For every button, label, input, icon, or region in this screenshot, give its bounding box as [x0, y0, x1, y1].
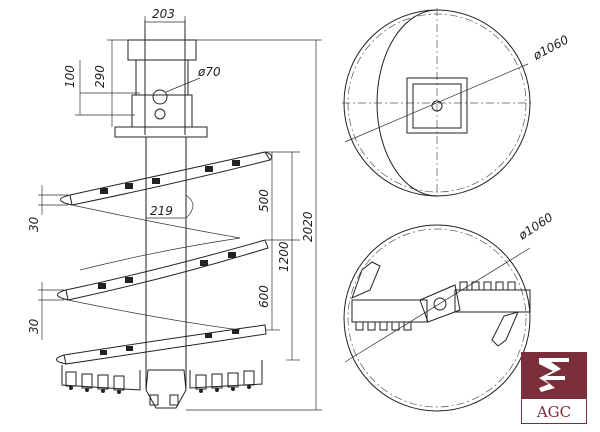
dim-pitch-500: 500	[257, 189, 271, 212]
logo-text: AGC	[521, 398, 587, 424]
dim-bottom-view-diameter: ø1060	[515, 210, 556, 243]
dim-pin-diameter: ø70	[197, 65, 221, 79]
bottom-view	[343, 224, 531, 412]
pilot-bit	[145, 369, 187, 409]
pin-hole-icon	[152, 89, 168, 105]
dim-total-2020: 2020	[301, 211, 315, 242]
cutting-teeth	[61, 360, 263, 409]
logo-mark-icon	[521, 352, 587, 398]
top-view	[342, 8, 532, 198]
auger-flight-2	[57, 237, 269, 331]
core-tube	[145, 137, 187, 388]
dim-height-290: 290	[93, 65, 107, 88]
dim-top-width: 203	[152, 7, 175, 21]
auger-flight-3	[56, 324, 267, 365]
dim-height-100: 100	[63, 65, 77, 88]
kelly-box	[114, 20, 208, 138]
dim-flight-thickness-2: 30	[27, 318, 41, 334]
dim-flight-thickness-1: 30	[27, 216, 41, 232]
auger-flight-1	[60, 151, 273, 239]
dim-top-view-diameter: ø1060	[530, 32, 571, 63]
dim-pitch-1200: 1200	[277, 241, 291, 272]
agc-logo: AGC	[521, 352, 587, 424]
dim-core-diameter: 219	[150, 204, 173, 218]
dim-pitch-600: 600	[257, 285, 271, 308]
